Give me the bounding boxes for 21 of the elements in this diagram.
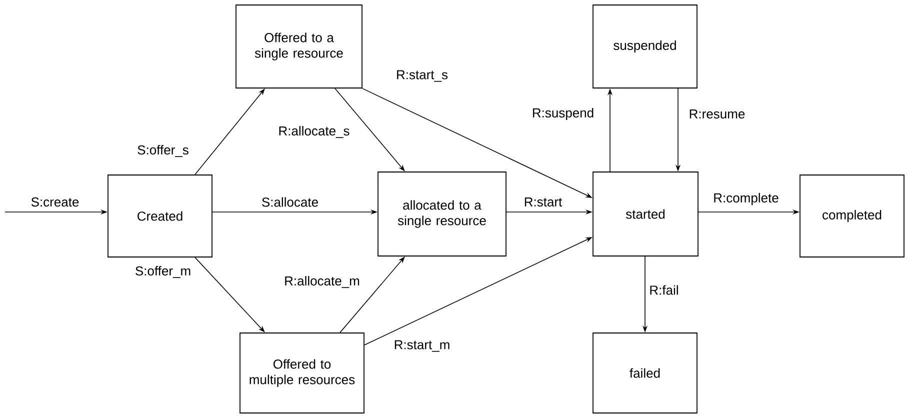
edge-label: R:start_s bbox=[395, 69, 449, 83]
edge-label: S:offer_m bbox=[134, 265, 192, 279]
state-box: Offered to multiple resources bbox=[240, 332, 364, 414]
edge-label: S:offer_s bbox=[136, 144, 190, 158]
edge-label: R:suspend bbox=[530, 106, 596, 122]
edge-label: R:fail bbox=[648, 284, 680, 296]
edge-label: R:allocate_s bbox=[277, 125, 351, 139]
edge-label: R:allocate_m bbox=[283, 275, 361, 289]
state-box: suspended bbox=[592, 4, 698, 88]
state-box: Created bbox=[108, 174, 212, 258]
edge-label: R:start bbox=[522, 196, 564, 208]
edge-label: R:complete bbox=[712, 192, 780, 206]
state-box: completed bbox=[800, 174, 904, 258]
edge-label: R:start_m bbox=[392, 339, 452, 353]
state-box: allocated to a single resource bbox=[378, 172, 506, 256]
state-box: Offered to a single resource bbox=[236, 4, 362, 88]
edge-label: S:allocate bbox=[260, 196, 320, 208]
state-box: failed bbox=[592, 332, 698, 414]
state-box: started bbox=[592, 172, 698, 256]
edge-label: S:create bbox=[30, 196, 80, 208]
edge-label: R:resume bbox=[688, 108, 746, 120]
